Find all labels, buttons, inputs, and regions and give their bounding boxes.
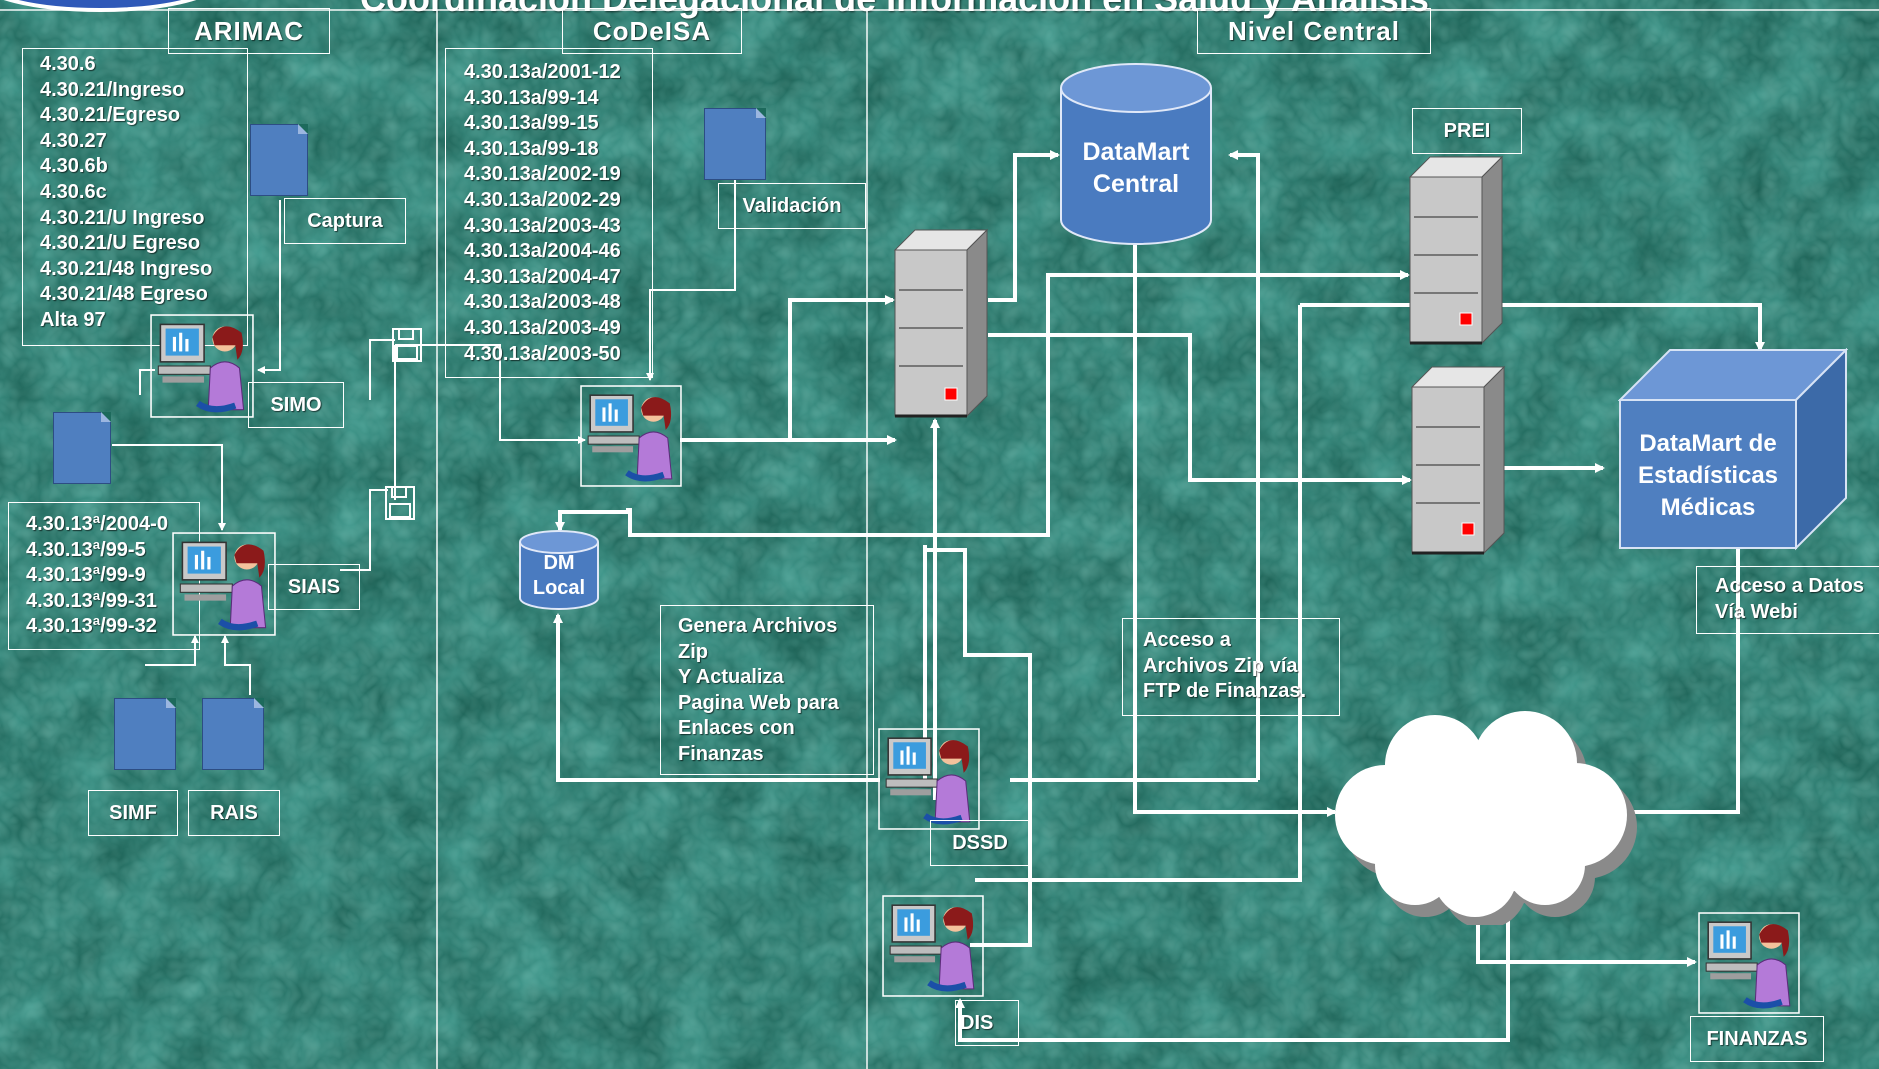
server-icon-prei	[1408, 155, 1504, 345]
section-header-arimac: ARIMAC	[168, 8, 330, 54]
rais-document-icon	[202, 698, 264, 770]
simf-document-icon	[114, 698, 176, 770]
finanzas-label: FINANZAS	[1690, 1016, 1824, 1062]
list-item: 4.30.13ª/99-5	[26, 538, 146, 561]
validacion-label: Validación	[718, 183, 866, 229]
codeisa-forms-box	[445, 48, 653, 378]
acceso-zip-box	[1122, 618, 1340, 716]
arimac-document-icon	[53, 412, 111, 484]
siais-forms-list: 4.30.13ª/2004-0 4.30.13ª/99-5 4.30.13ª/9…	[26, 512, 168, 640]
section-header-nivel-central: Nivel Central	[1197, 8, 1431, 54]
list-item: 4.30.13ª/99-32	[26, 615, 157, 638]
captura-label: Captura	[284, 198, 406, 244]
list-item: 4.30.13a/2002-29	[464, 188, 621, 211]
list-item: 4.30.21/U Ingreso	[40, 206, 205, 229]
list-item: 4.30.13a/2004-46	[464, 240, 621, 263]
operator-person-icon-finanzas	[1698, 912, 1800, 1014]
list-item: 4.30.21/U Egreso	[40, 232, 201, 255]
acceso-zip-text: Acceso a Archivos Zip vía FTP de Finanza…	[1143, 629, 1306, 703]
operator-person-icon-dssd	[878, 728, 980, 830]
list-item: 4.30.21/48 Egreso	[40, 283, 208, 306]
codeisa-forms-list: 4.30.13a/2001-12 4.30.13a/99-14 4.30.13a…	[464, 60, 621, 367]
disk-icon	[385, 486, 415, 520]
section-header-codeisa: CoDeISA	[562, 8, 742, 54]
operator-person-icon-simo	[150, 314, 254, 418]
dm-local-database-icon	[519, 530, 599, 610]
operator-person-icon-siais	[172, 532, 276, 636]
list-item: 4.30.13a/99-15	[464, 112, 599, 135]
list-item: 4.30.13a/2002-19	[464, 163, 621, 186]
list-item: 4.30.21/48 Ingreso	[40, 257, 213, 280]
simf-label: SIMF	[88, 790, 178, 836]
list-item: 4.30.21/Ingreso	[40, 78, 185, 101]
prei-label: PREI	[1412, 108, 1522, 154]
dm-local-label: DM Local	[532, 552, 586, 599]
arimac-forms-box	[22, 48, 248, 346]
list-item: 4.30.13a/2003-50	[464, 342, 621, 365]
list-item: 4.30.13a/2003-48	[464, 291, 621, 314]
server-icon-estadisticas	[1410, 365, 1506, 555]
datamart-estadisticas-cube-icon	[1618, 348, 1848, 551]
operator-person-icon-dis	[882, 895, 984, 997]
list-item: 4.30.27	[40, 129, 107, 152]
datamart-central-label: DataMart Central	[1082, 138, 1190, 198]
dssd-label: DSSD	[930, 820, 1030, 866]
dis-label: DIS	[955, 1000, 1019, 1046]
list-item: 4.30.13a/2003-43	[464, 214, 621, 237]
list-item: 4.30.13ª/99-31	[26, 589, 157, 612]
operator-person-icon-codeisa	[580, 385, 682, 487]
list-item: 4.30.21/Egreso	[40, 104, 181, 127]
list-item: 4.30.6c	[40, 180, 107, 203]
list-item: 4.30.13ª/2004-0	[26, 513, 168, 535]
rais-label: RAIS	[188, 790, 280, 836]
genera-archivos-text: Genera Archivos Zip Y Actualiza Pagina W…	[678, 615, 839, 765]
datamart-central-database-icon	[1060, 63, 1212, 245]
list-item: 4.30.13a/2004-47	[464, 265, 621, 288]
acceso-webi-box	[1696, 566, 1879, 634]
list-item: 4.30.13a/2003-49	[464, 316, 621, 339]
acceso-webi-text: Acceso a Datos Vía Webi	[1715, 575, 1864, 623]
siais-label: SIAIS	[268, 564, 360, 610]
list-item: 4.30.13a/2001-12	[464, 61, 621, 83]
list-item: 4.30.13a/99-18	[464, 137, 599, 160]
list-item: 4.30.6	[40, 53, 96, 75]
list-item: 4.30.13ª/99-9	[26, 564, 146, 587]
list-item: Alta 97	[40, 308, 106, 331]
disk-icon	[392, 328, 422, 362]
datamart-estadisticas-label: DataMart de Estadísticas Médicas	[1637, 430, 1779, 521]
arimac-forms-list: 4.30.6 4.30.21/Ingreso 4.30.21/Egreso 4.…	[40, 52, 212, 334]
genera-archivos-box	[660, 605, 874, 775]
captura-document-icon	[250, 124, 308, 196]
internet-cloud-icon	[1335, 711, 1637, 925]
validacion-document-icon	[704, 108, 766, 180]
server-icon-main	[893, 228, 989, 418]
list-item: 4.30.6b	[40, 155, 108, 178]
simo-label: SIMO	[248, 382, 344, 428]
list-item: 4.30.13a/99-14	[464, 86, 599, 109]
